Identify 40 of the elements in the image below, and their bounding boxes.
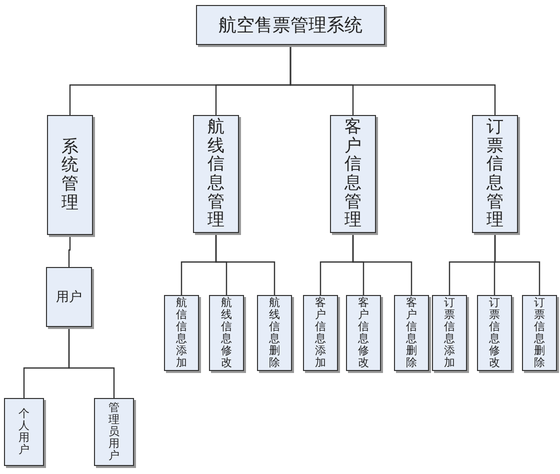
- node-label: 个人用户: [18, 408, 30, 456]
- process-box: [94, 398, 134, 466]
- process-box: [193, 115, 239, 233]
- connector-line: [290, 45, 496, 115]
- process-box: [394, 295, 429, 371]
- node-label: 客户信息管理: [344, 118, 362, 230]
- node-label: 订票信息管理: [486, 118, 504, 230]
- process-box: [346, 295, 381, 371]
- process-box: [303, 295, 338, 371]
- connector-line: [68, 327, 115, 398]
- node-label: 订票信息修改: [489, 296, 500, 370]
- node-label: 航线信息删除: [269, 296, 280, 370]
- process-box: [209, 295, 244, 371]
- connector-line: [494, 233, 540, 295]
- node-label: 航线信息管理: [208, 118, 224, 230]
- process-box: [477, 295, 512, 371]
- process-box: [196, 5, 385, 45]
- connector-line: [352, 233, 412, 295]
- node-label: 航空售票管理系统: [218, 14, 362, 37]
- node-label: 订票信息删除: [534, 296, 545, 370]
- process-box: [257, 295, 292, 371]
- node-label: 订票信息添加: [444, 296, 455, 370]
- process-box: [46, 267, 92, 327]
- connector-line: [68, 235, 71, 267]
- process-box: [522, 295, 557, 371]
- process-box: [4, 398, 44, 466]
- node-label: 系统管理: [62, 138, 78, 212]
- node-label: 客户信息添加: [315, 296, 326, 370]
- connector-line: [215, 233, 276, 295]
- node-label: 航信信息添加: [176, 296, 187, 370]
- node-label: 管理员用户: [108, 402, 120, 462]
- process-box: [432, 295, 467, 371]
- process-box: [47, 115, 93, 235]
- node-label: 客户信息删除: [406, 296, 417, 370]
- process-box: [330, 115, 376, 233]
- node-label: 客户信息修改: [358, 296, 369, 370]
- process-box: [164, 295, 199, 371]
- process-box: [472, 115, 518, 233]
- node-label: 用户: [56, 289, 82, 306]
- node-label: 航线信息修改: [221, 296, 232, 370]
